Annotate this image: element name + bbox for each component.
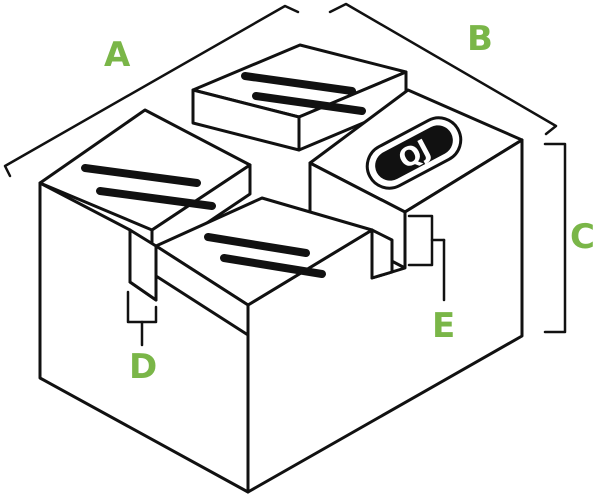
slot-line xyxy=(241,72,356,95)
dimension-c-bracket xyxy=(543,142,567,334)
dimension-b-bracket xyxy=(328,2,558,136)
stud-center-front xyxy=(154,196,374,337)
dimension-label-e: E xyxy=(432,306,456,346)
slot-lines xyxy=(81,72,366,278)
qj-logo: QJ xyxy=(365,116,463,190)
dimension-label-d: D xyxy=(129,347,158,387)
dimension-label-b: B xyxy=(467,19,493,59)
slot-line xyxy=(252,92,366,115)
dimension-a-bracket xyxy=(3,4,300,178)
slot-line xyxy=(96,187,216,210)
dimension-label-a: A xyxy=(104,35,131,75)
slot-line xyxy=(220,254,326,278)
slot-line xyxy=(204,233,310,257)
dimension-label-c: C xyxy=(570,217,595,257)
slot-line xyxy=(81,164,201,187)
